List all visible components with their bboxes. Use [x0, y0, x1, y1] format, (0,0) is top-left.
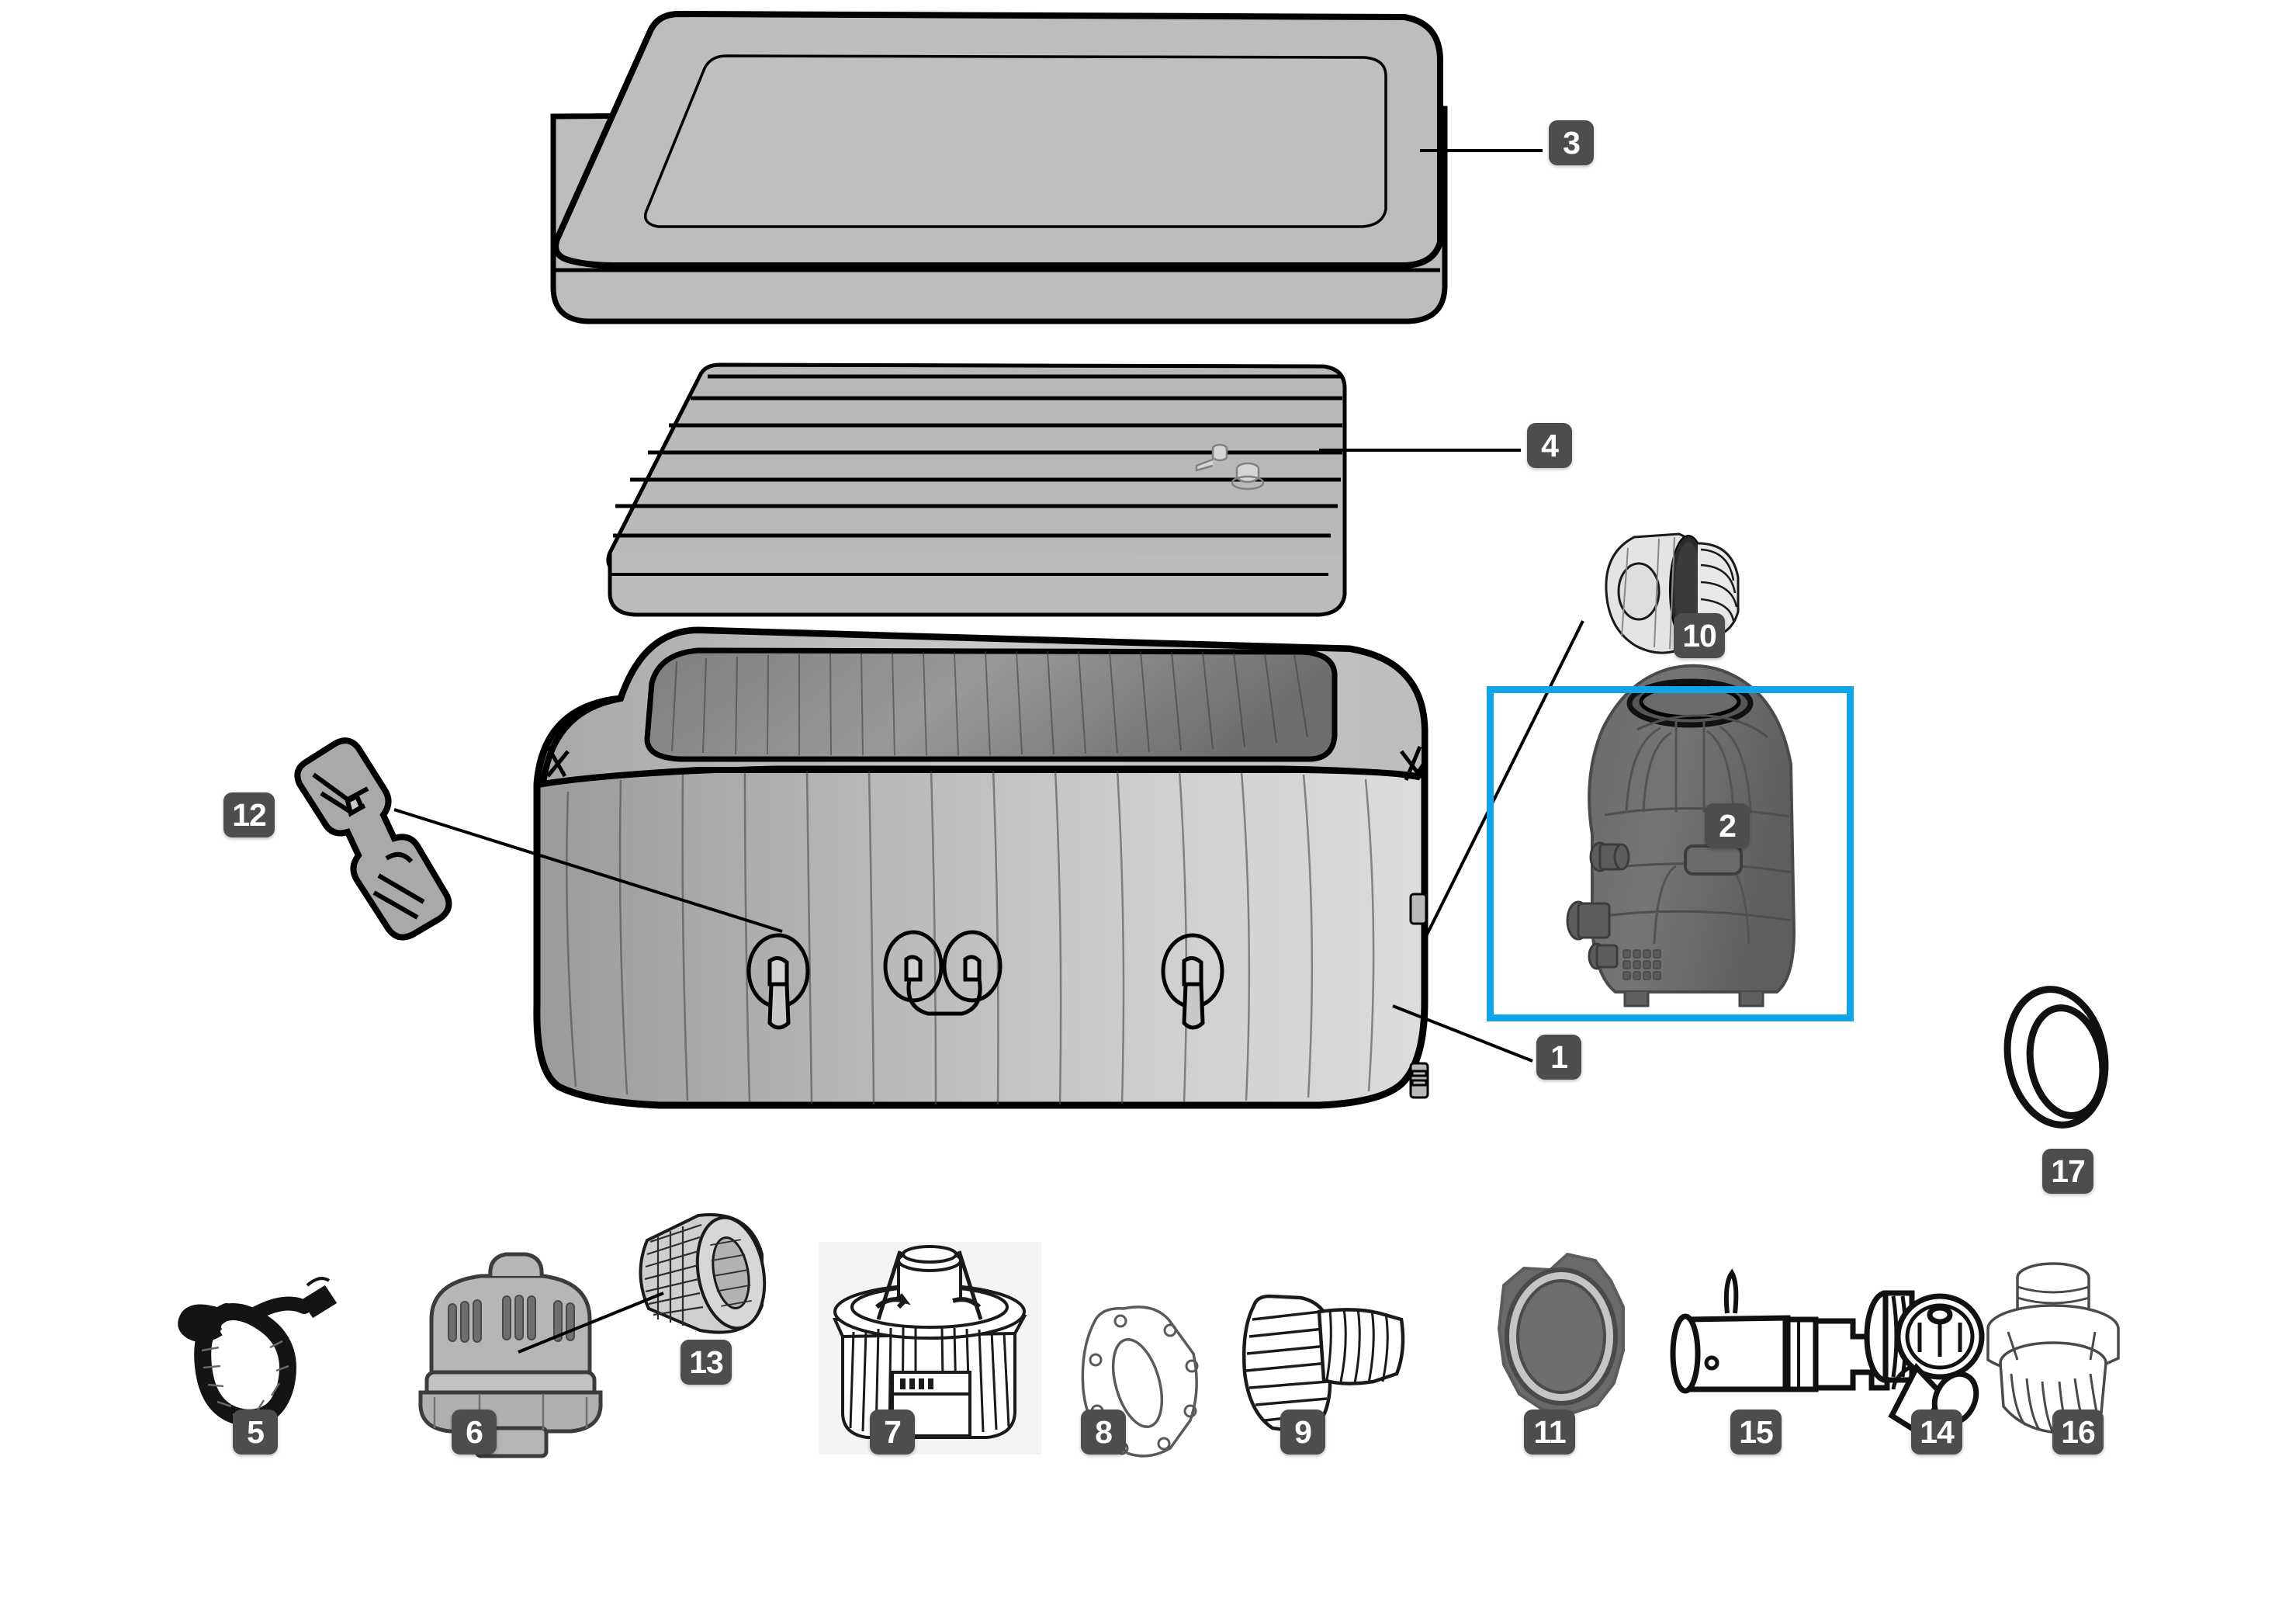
- part-3-insulated-top-cover-illustration: [550, 10, 1448, 324]
- tub-grab-handle-center-icon: [883, 930, 1003, 1016]
- part-14-elbow-valve-fitting-illustration: [1864, 1290, 1985, 1435]
- callout-badge-2[interactable]: 2: [1705, 803, 1750, 848]
- callout-badge-3[interactable]: 3: [1549, 120, 1594, 165]
- part-11-filter-housing-cover-cap-illustration: [1497, 1252, 1625, 1416]
- callout-badge-14[interactable]: 14: [1911, 1410, 1962, 1455]
- callout-badge-8[interactable]: 8: [1081, 1410, 1126, 1455]
- callout-badge-11[interactable]: 11: [1524, 1410, 1575, 1455]
- selected-part-highlight-box[interactable]: [1487, 686, 1854, 1021]
- floor-pad-valve-icon: [1195, 443, 1265, 491]
- part-17-o-ring-gasket-illustration: [2003, 986, 2109, 1129]
- leader-line-12: [393, 808, 783, 933]
- tub-grab-handle-right-icon: [1161, 933, 1224, 1030]
- callout-badge-5[interactable]: 5: [233, 1410, 278, 1455]
- part-13-filter-cartridge-illustration: [639, 1213, 767, 1334]
- callout-badge-12[interactable]: 12: [223, 792, 275, 837]
- pump-upper-port-icon: [1589, 841, 1630, 872]
- part-5-inflation-hose-illustration: [178, 1277, 338, 1427]
- callout-badge-16[interactable]: 16: [2052, 1410, 2104, 1455]
- callout-badge-10[interactable]: 10: [1674, 613, 1725, 658]
- part-15-air-nozzle-connector-illustration: [1670, 1268, 1890, 1394]
- part-7-heater-control-unit-illustration: [832, 1244, 1027, 1439]
- part-9-thumbscrew-drain-plug-illustration: [1242, 1294, 1405, 1435]
- callout-badge-6[interactable]: 6: [452, 1410, 497, 1455]
- part-2-pump-motor-housing-illustration: [1566, 664, 1796, 1007]
- part-1-spa-tub-liner-illustration: [533, 626, 1429, 1109]
- leader-line-10: [1425, 620, 1584, 937]
- callout-badge-17[interactable]: 17: [2042, 1149, 2093, 1194]
- callout-badge-7[interactable]: 7: [870, 1410, 915, 1455]
- part-12-side-release-buckle-illustration: [294, 737, 452, 941]
- part-6-pump-filter-housing-cap-illustration: [418, 1252, 603, 1458]
- callout-badge-13[interactable]: 13: [680, 1340, 732, 1385]
- part-4-inflatable-floor-pad-illustration: [606, 362, 1347, 617]
- pump-lower-port-icon: [1566, 900, 1619, 970]
- leader-line-1: [1392, 1004, 1533, 1063]
- callout-badge-1[interactable]: 1: [1536, 1035, 1581, 1080]
- tub-grab-handle-left-icon: [746, 933, 810, 1030]
- tub-side-port-fittings-icon: [1409, 893, 1429, 1099]
- part-16-threaded-drain-valve-illustration: [1986, 1262, 2120, 1434]
- callout-badge-9[interactable]: 9: [1280, 1410, 1325, 1455]
- leader-lines: [393, 149, 1584, 1354]
- callout-badge-15[interactable]: 15: [1730, 1410, 1782, 1455]
- callout-badge-4[interactable]: 4: [1527, 423, 1572, 468]
- pump-vent-grid-icon: [1622, 949, 1661, 980]
- leader-line-13: [518, 1292, 664, 1354]
